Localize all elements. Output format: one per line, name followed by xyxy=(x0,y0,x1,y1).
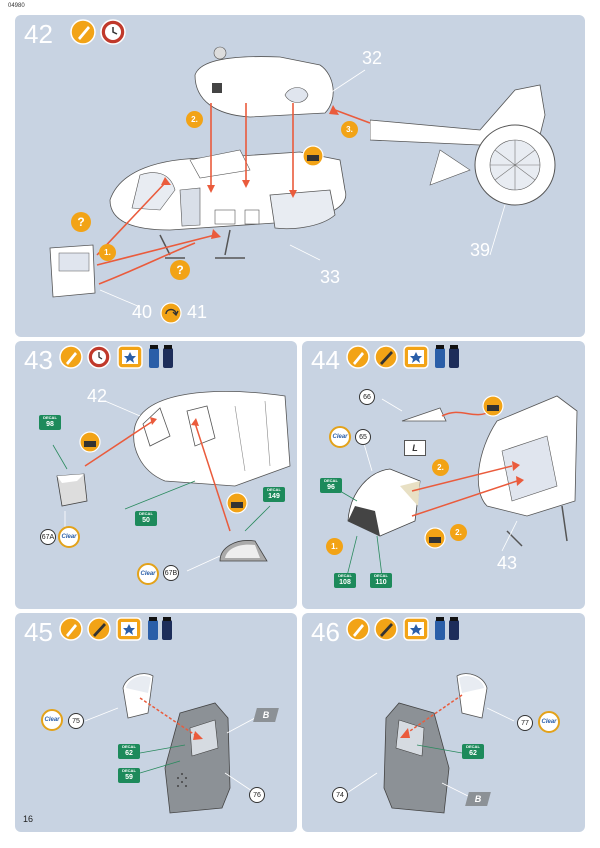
part-77-drawing xyxy=(456,673,488,719)
paint-jar-dark-icon xyxy=(163,345,173,368)
order-2: 2. xyxy=(186,111,203,128)
clock-icon xyxy=(87,345,111,369)
paint-icon xyxy=(424,527,446,549)
part-66: 66 xyxy=(359,389,375,405)
part-43: 43 xyxy=(497,553,518,573)
clear-paint-badge: Clear xyxy=(137,563,159,585)
part-42: 42 xyxy=(87,386,108,406)
brush-icon xyxy=(87,617,111,641)
query-icon-b: ? xyxy=(170,260,190,280)
part-32: 32 xyxy=(362,48,383,68)
part-66-drawing xyxy=(401,407,447,422)
nose-drawing xyxy=(477,395,578,547)
paint-jar-dark-icon xyxy=(449,345,459,368)
paint-jar-blue-icon xyxy=(435,617,445,640)
door-drawing xyxy=(49,244,96,298)
clear-paint-badge: Clear xyxy=(41,709,63,731)
flag-b: B xyxy=(253,708,279,722)
step-number: 44 xyxy=(311,345,340,375)
order-2: 2. xyxy=(450,524,467,541)
glue-icon xyxy=(346,345,370,369)
brush-icon xyxy=(374,345,398,369)
turn-over-icon xyxy=(160,302,182,324)
paint-icon xyxy=(226,492,248,514)
decal-sheet-icon xyxy=(116,617,142,641)
part-74-drawing xyxy=(383,702,450,814)
glue-icon xyxy=(59,345,83,369)
paint-icon xyxy=(79,431,101,453)
decal-sheet-icon xyxy=(403,345,429,369)
part-67b: 67B xyxy=(163,565,179,581)
step-number: 46 xyxy=(311,617,340,647)
part-75: 75 xyxy=(68,713,84,729)
brush-icon xyxy=(374,617,398,641)
part-76-drawing xyxy=(164,702,231,814)
assembly-arrows xyxy=(52,400,271,572)
nose-drawing xyxy=(133,391,291,487)
assembly-arrows xyxy=(346,694,515,799)
paint-icon xyxy=(482,395,504,417)
document-code: 04980 xyxy=(8,3,25,9)
paint-icon xyxy=(302,145,324,167)
engine-cowling-drawing xyxy=(194,46,334,118)
part-67a-drawing xyxy=(56,473,88,507)
part-40: 40 xyxy=(132,302,153,322)
part-74: 74 xyxy=(332,787,348,803)
part-67a: 67A xyxy=(40,529,56,545)
paint-jar-blue-icon xyxy=(149,345,159,368)
part-75-drawing xyxy=(122,673,154,719)
decal-sheet-icon xyxy=(117,345,143,369)
glue-icon xyxy=(70,19,96,45)
step-number: 43 xyxy=(24,345,53,375)
step-number: 42 xyxy=(24,19,53,49)
glue-icon xyxy=(346,617,370,641)
order-2: 2. xyxy=(432,459,449,476)
order-3: 3. xyxy=(341,121,358,138)
paint-jar-dark-icon xyxy=(449,617,459,640)
tail-boom-drawing xyxy=(370,84,556,206)
part-77: 77 xyxy=(517,715,533,731)
step-42-panel: 42 xyxy=(15,15,585,337)
clock-icon xyxy=(100,19,126,45)
flag-l: L xyxy=(404,440,426,456)
helicopter-fuselage-drawing xyxy=(109,149,347,259)
assembly-arrows xyxy=(96,69,506,308)
part-41: 41 xyxy=(187,302,208,322)
part-65-drawing xyxy=(347,468,421,537)
paint-jar-dark-icon xyxy=(162,617,172,640)
clear-paint-badge: Clear xyxy=(538,711,560,733)
clear-paint-badge: Clear xyxy=(329,426,351,448)
paint-jar-blue-icon xyxy=(435,345,445,368)
query-icon-a: ? xyxy=(71,212,91,232)
paint-jar-blue-icon xyxy=(148,617,158,640)
part-76: 76 xyxy=(249,787,265,803)
page-number: 16 xyxy=(23,814,34,824)
assembly-arrows xyxy=(84,697,256,794)
clear-paint-badge: Clear xyxy=(58,526,80,548)
part-39: 39 xyxy=(470,240,491,260)
part-33: 33 xyxy=(320,267,341,287)
part-65: 65 xyxy=(355,429,371,445)
glue-icon xyxy=(59,617,83,641)
step-number: 45 xyxy=(24,617,53,647)
order-1: 1. xyxy=(99,244,116,261)
decal-sheet-icon xyxy=(403,617,429,641)
flag-b: B xyxy=(465,792,491,806)
part-67b-drawing xyxy=(219,540,268,562)
order-1: 1. xyxy=(326,538,343,555)
